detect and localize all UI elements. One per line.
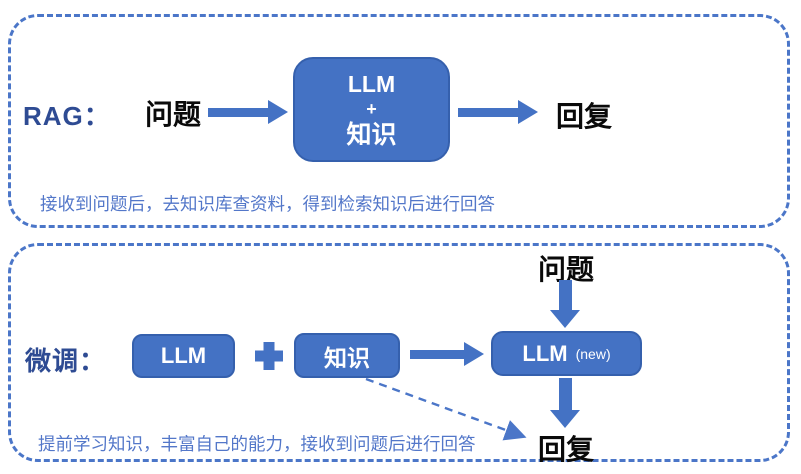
- arrow-shaft: [558, 280, 572, 310]
- rag-question-text: 问题: [145, 99, 202, 130]
- arrow-down-icon: [550, 378, 580, 428]
- arrow-right-icon: [458, 100, 538, 124]
- finetune-new-llm-note: (new): [575, 345, 611, 362]
- rag-reply-text: 回复: [556, 101, 613, 132]
- rag-box-line-plus: +: [366, 98, 377, 119]
- finetune-question-text: 问题: [538, 254, 595, 285]
- arrow-head: [550, 310, 580, 328]
- arrow-head: [550, 410, 580, 428]
- arrow-shaft: [208, 107, 268, 117]
- finetune-reply-text: 回复: [538, 434, 595, 465]
- finetune-new-llm-box: LLM (new): [491, 331, 642, 376]
- arrow-shaft: [558, 378, 572, 410]
- finetune-llm-box: LLM: [132, 334, 235, 378]
- rag-box-line-llm: LLM: [347, 70, 396, 97]
- rag-box-line-knowledge: 知识: [346, 120, 397, 149]
- arrow-shaft: [410, 349, 464, 359]
- finetune-caption: 提前学习知识，丰富自己的能力，接收到问题后进行回答: [38, 434, 476, 454]
- arrow-shaft: [458, 107, 518, 117]
- finetune-knowledge-box: 知识: [294, 333, 400, 378]
- arrow-right-icon: [208, 100, 288, 124]
- finetune-label: 微调：: [25, 346, 107, 376]
- arrow-down-icon: [550, 280, 580, 328]
- finetune-new-llm-label: LLM: [522, 340, 568, 366]
- rag-llm-knowledge-box: LLM + 知识: [293, 57, 450, 162]
- arrow-head: [464, 342, 484, 366]
- plus-icon: [255, 342, 283, 370]
- arrow-right-icon: [410, 342, 484, 366]
- rag-label: RAG：: [23, 101, 111, 131]
- rag-caption: 接收到问题后，去知识库查资料，得到检索知识后进行回答: [40, 194, 495, 214]
- arrow-head: [518, 100, 538, 124]
- arrow-head: [268, 100, 288, 124]
